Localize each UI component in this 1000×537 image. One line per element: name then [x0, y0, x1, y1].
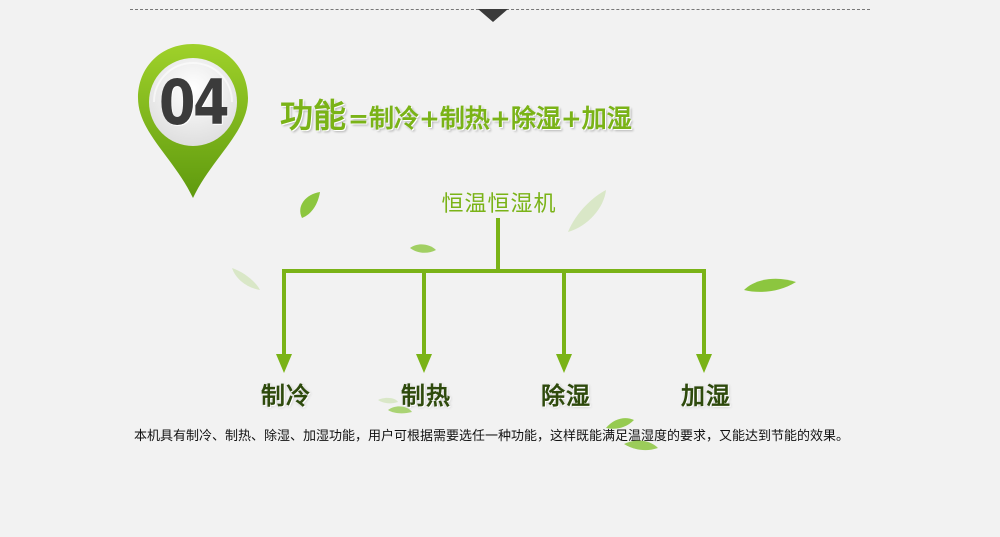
arrowhead-4 [696, 354, 712, 373]
map-pin-icon [138, 44, 248, 198]
diagram-child-heating: 制热 [401, 382, 451, 410]
section-number: 04 [158, 65, 230, 139]
headline-main: 功能 [280, 96, 346, 135]
arrowhead-2 [416, 354, 432, 373]
diagram-root-label: 恒温恒湿机 [441, 192, 557, 217]
down-arrow-icon [478, 9, 508, 22]
diagram-child-dehumidify: 除湿 [541, 382, 591, 410]
arrowhead-1 [276, 354, 292, 373]
description-text: 本机具有制冷、制热、除湿、加湿功能，用户可根据需要选任一种功能，这样既能满足温湿… [134, 429, 850, 444]
arrowhead-3 [556, 354, 572, 373]
diagram-child-humidify: 加湿 [681, 382, 731, 410]
headline: 功能 =制冷+制热+除湿+加湿 [280, 92, 632, 136]
diagram-child-cooling: 制冷 [261, 382, 311, 410]
headline-formula: =制冷+制热+除湿+加湿 [348, 104, 632, 133]
